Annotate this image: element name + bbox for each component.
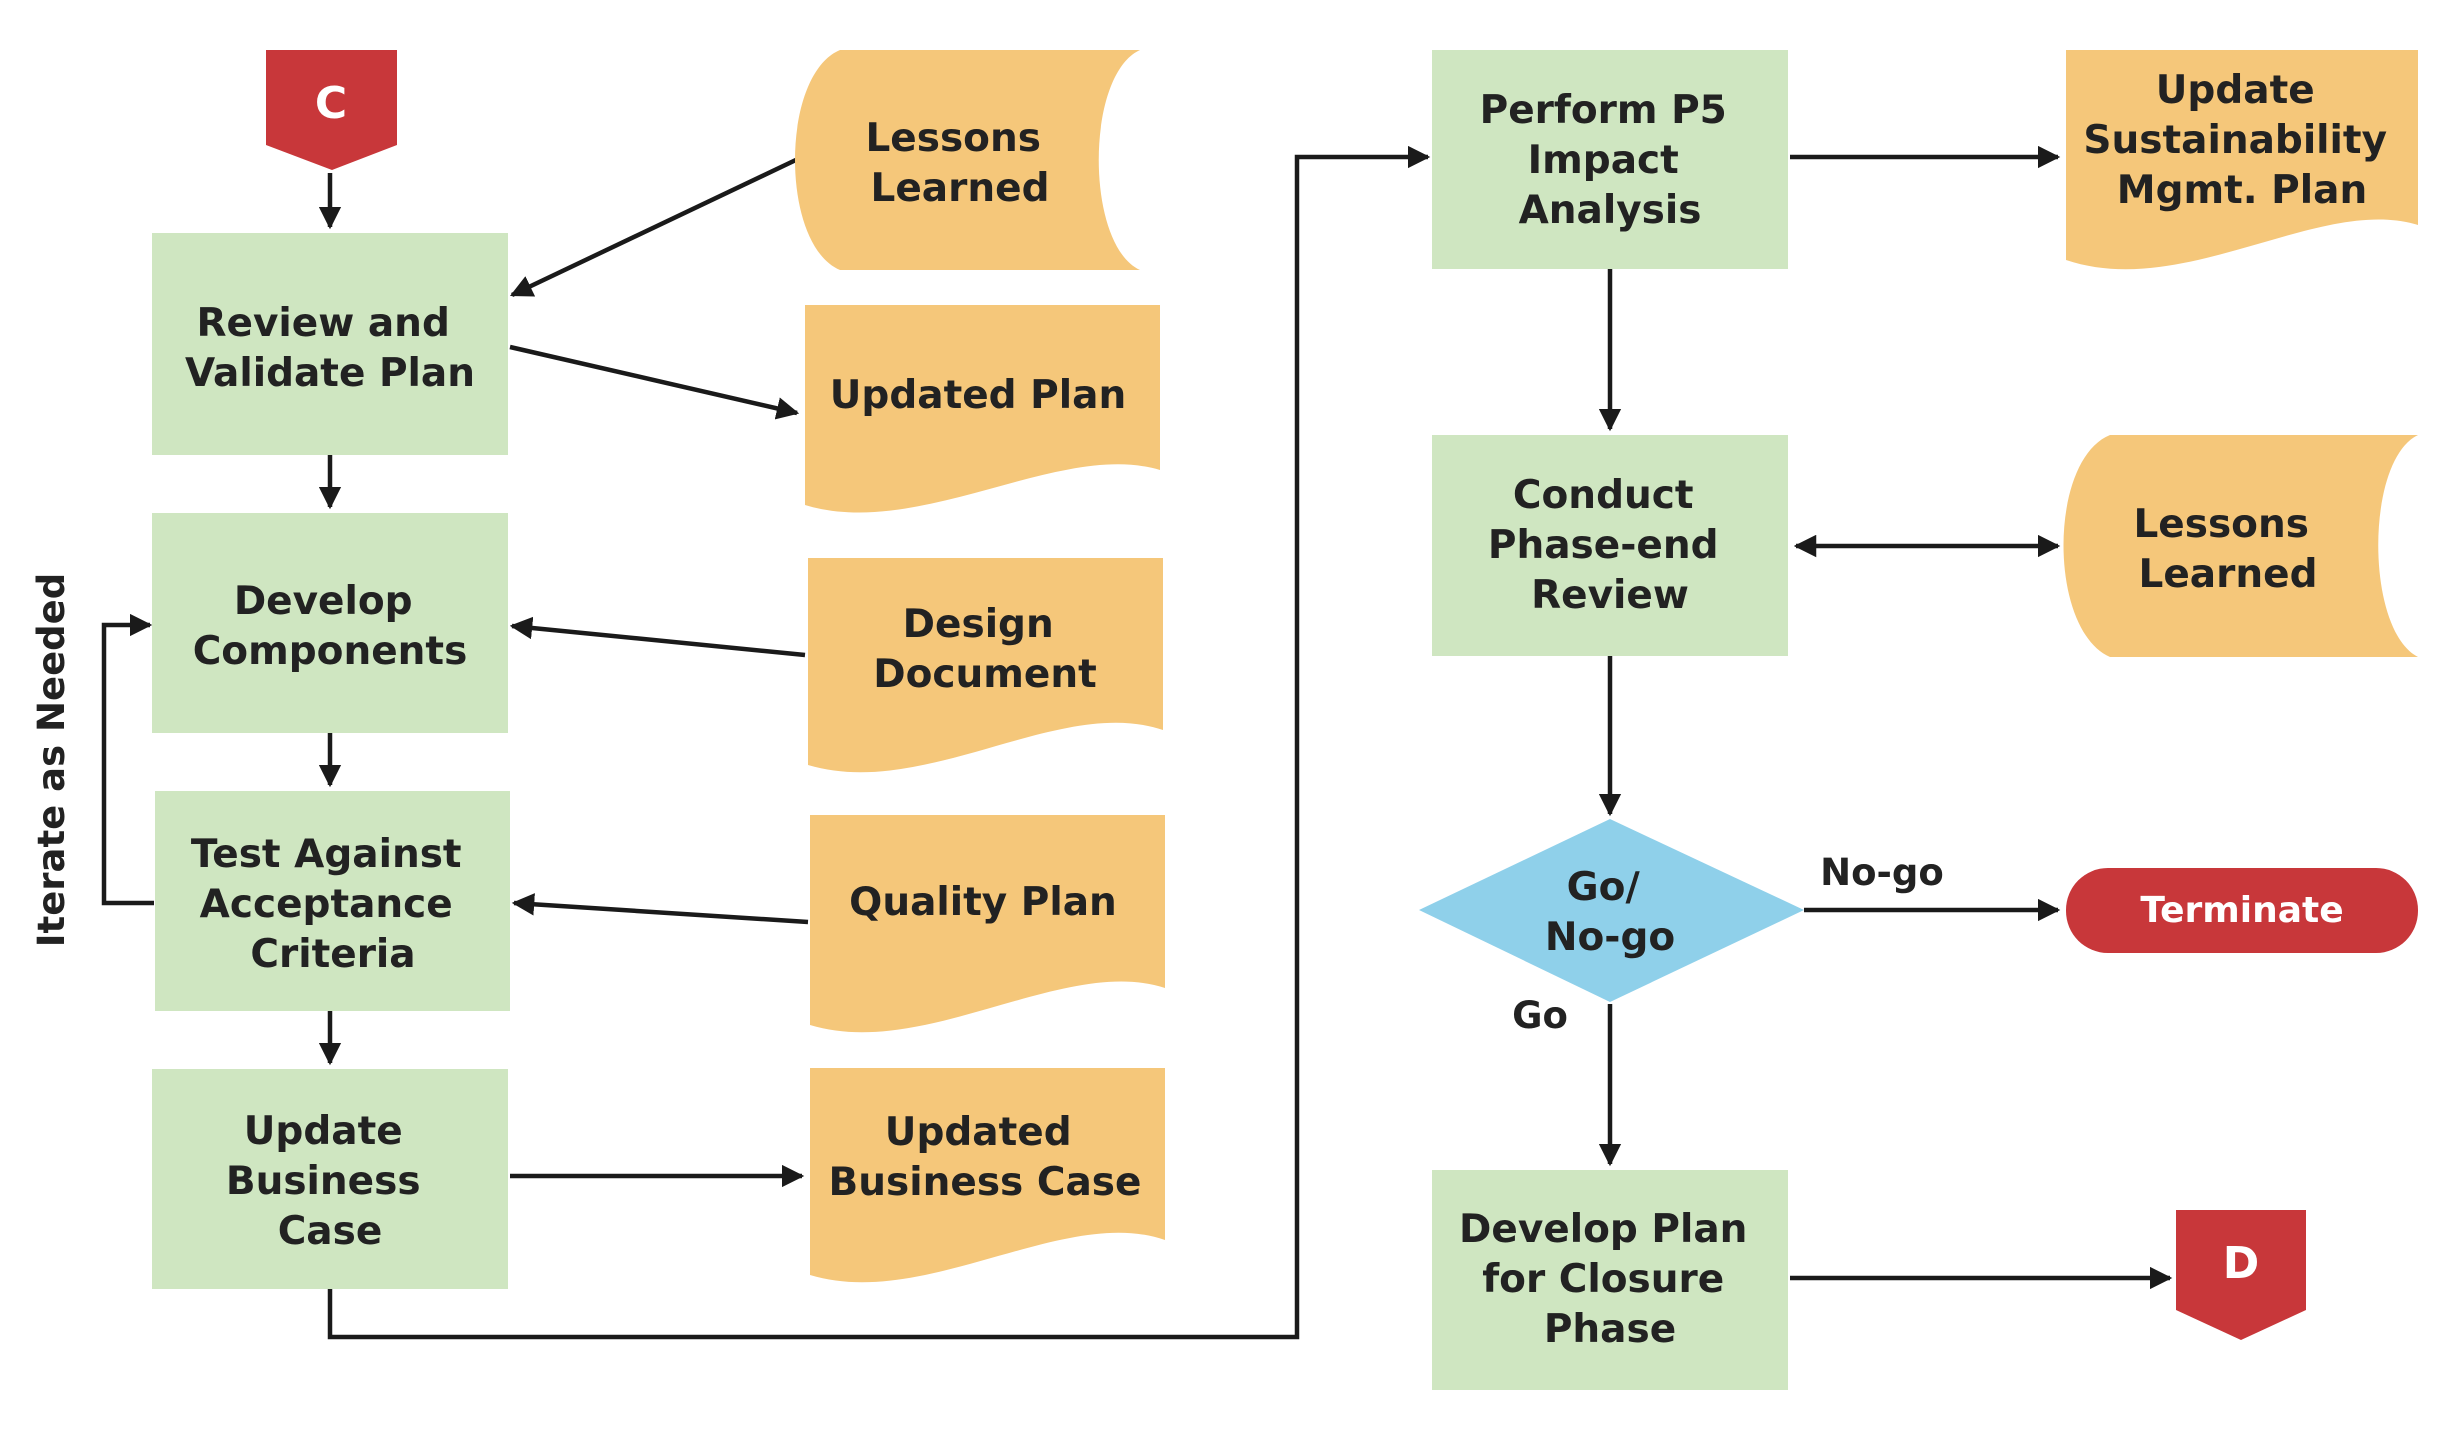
arrow-lessons-to-review xyxy=(509,155,801,298)
arrow-update-bc-to-perform xyxy=(327,145,1431,1340)
connector-c-label: C xyxy=(315,78,347,129)
design-line-1: Design xyxy=(903,602,1054,647)
conduct-line-3: Review xyxy=(1531,573,1689,618)
connector-lines xyxy=(101,145,2173,1340)
updated-bc-line-2: Business Case xyxy=(829,1160,1142,1205)
sustainability-line-3: Mgmt. Plan xyxy=(2117,168,2367,213)
update-bc-line-2: Business xyxy=(226,1159,421,1204)
test-line-2: Acceptance xyxy=(200,882,453,927)
svg-text:Go/ No-go: Go/ No-go xyxy=(1545,865,1675,960)
conduct-line-2: Phase-end xyxy=(1488,523,1719,568)
connector-d-label: D xyxy=(2223,1238,2260,1289)
process-develop-components: Develop Components xyxy=(152,513,508,733)
document-design-document: Design Document xyxy=(808,558,1163,773)
svg-text:Updated Business Case: Updated Business Case xyxy=(829,1110,1142,1205)
svg-text:Lessons Learned: Lessons Learned xyxy=(865,116,1054,211)
svg-text:Conduct Phase-end: Conduct Phase-end Review xyxy=(1488,473,1732,618)
lessons-right-line-2: Learned xyxy=(2139,552,2318,597)
terminate-node: Terminate xyxy=(2066,868,2418,953)
decision-line-1: Go/ xyxy=(1567,865,1641,910)
lessons-left-line-2: Learned xyxy=(871,166,1050,211)
closure-line-3: Phase xyxy=(1544,1307,1676,1352)
svg-text:Update Sustainability: Update Sustainability Mgmt. Plan xyxy=(2083,68,2400,213)
perform-line-1: Perform P5 xyxy=(1480,88,1727,133)
develop-line-1: Develop xyxy=(234,579,413,624)
test-line-1: Test Against xyxy=(191,832,462,877)
connector-c: C xyxy=(266,50,397,170)
process-update-business-case: Update Business Case xyxy=(152,1069,508,1289)
lessons-left-line-1: Lessons xyxy=(865,116,1041,161)
conduct-line-1: Conduct xyxy=(1513,473,1694,518)
go-label: Go xyxy=(1512,994,1568,1037)
svg-text:Design Document: Design Document xyxy=(873,602,1097,697)
iterate-loop-arrow xyxy=(101,613,154,906)
quality-plan-label: Quality Plan xyxy=(849,880,1117,925)
review-line-1: Review and xyxy=(197,301,450,346)
terminate-label: Terminate xyxy=(2140,890,2343,931)
no-go-label: No-go xyxy=(1820,851,1944,894)
iterate-as-needed-label: Iterate as Needed xyxy=(30,573,73,948)
decision-go-no-go: Go/ No-go xyxy=(1419,819,1804,1002)
sustainability-line-1: Update xyxy=(2156,68,2315,113)
test-line-3: Criteria xyxy=(250,932,415,977)
process-test-against-acceptance-criteria: Test Against Acceptance Criteria xyxy=(155,791,510,1011)
process-develop-plan-for-closure-phase: Develop Plan for Closure Phase xyxy=(1432,1170,1788,1390)
design-line-2: Document xyxy=(873,652,1097,697)
lessons-right-line-1: Lessons xyxy=(2133,502,2309,547)
updated-plan-label: Updated Plan xyxy=(830,373,1126,418)
document-quality-plan: Quality Plan xyxy=(810,815,1165,1033)
update-bc-line-1: Update xyxy=(244,1109,403,1154)
svg-text:Develop Plan for Closure: Develop Plan for Closure Phase xyxy=(1459,1207,1761,1352)
process-review-and-validate-plan: Review and Validate Plan xyxy=(152,233,508,455)
updated-bc-line-1: Updated xyxy=(885,1110,1072,1155)
arrow-design-to-develop xyxy=(509,616,806,658)
lessons-learned-left: Lessons Learned xyxy=(795,50,1140,270)
svg-text:Test Against Acceptance: Test Against Acceptance Criteria xyxy=(191,832,475,977)
decision-line-2: No-go xyxy=(1545,915,1675,960)
arrow-quality-to-test xyxy=(511,893,809,925)
arrow-review-to-updated-plan xyxy=(509,344,800,420)
connector-d: D xyxy=(2176,1210,2306,1340)
svg-text:Update Business Ca: Update Business Case xyxy=(226,1109,434,1254)
svg-text:Lessons Learned: Lessons Learned xyxy=(2133,502,2322,597)
document-updated-plan: Updated Plan xyxy=(805,305,1160,513)
lessons-learned-right: Lessons Learned xyxy=(2063,435,2418,657)
document-update-sustainability-mgmt-plan: Update Sustainability Mgmt. Plan xyxy=(2066,50,2418,270)
svg-text:Develop Components: Develop Components xyxy=(193,579,468,674)
perform-line-2: Impact xyxy=(1528,138,1679,183)
closure-line-2: for Closure xyxy=(1482,1257,1724,1302)
perform-line-3: Analysis xyxy=(1519,188,1702,233)
sustainability-line-2: Sustainability xyxy=(2083,118,2387,163)
process-conduct-phase-end-review: Conduct Phase-end Review xyxy=(1432,435,1788,656)
process-perform-p5-impact-analysis: Perform P5 Impact Analysis xyxy=(1432,50,1788,269)
document-updated-business-case: Updated Business Case xyxy=(810,1068,1165,1283)
review-line-2: Validate Plan xyxy=(185,351,475,396)
closure-line-1: Develop Plan xyxy=(1459,1207,1747,1252)
develop-line-2: Components xyxy=(193,629,468,674)
svg-text:Review and Validate Plan: Review and Validate Plan xyxy=(185,301,475,396)
update-bc-line-3: Case xyxy=(278,1209,383,1254)
svg-text:Perform P5 Impact: Perform P5 Impact Analysis xyxy=(1480,88,1741,233)
